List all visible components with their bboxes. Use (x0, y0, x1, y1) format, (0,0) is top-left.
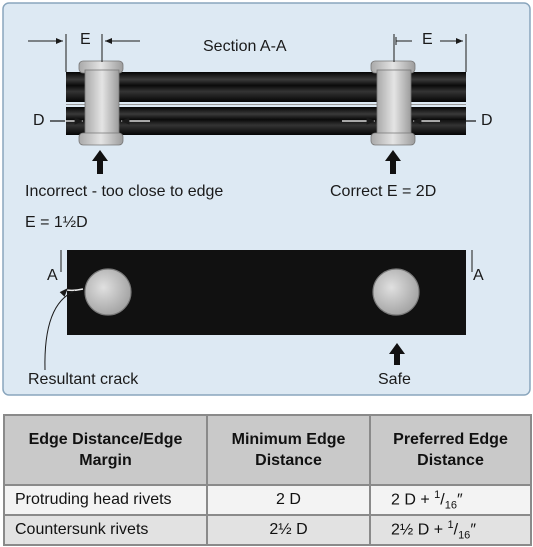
table-header-row: Edge Distance/Edge Margin Minimum Edge D… (3, 414, 532, 486)
fraction-denominator: 16 (458, 529, 471, 542)
plan-view (44, 250, 473, 371)
edge-distance-diagram: E Section A-A E D D Incorrect - too clos… (2, 2, 531, 396)
rivet-hole-left (84, 268, 132, 316)
header-edge-distance: Edge Distance/Edge Margin (3, 414, 208, 486)
rivet-incorrect (78, 60, 124, 146)
header-minimum: Minimum Edge Distance (206, 414, 371, 486)
e-label-left: E (80, 31, 91, 48)
incorrect-pointer-arrow (92, 150, 108, 174)
fraction-denominator: 16 (444, 499, 457, 512)
safe-pointer-arrow (389, 343, 405, 365)
table-row: Protruding head rivets 2 D 2 D + 1/16″ (3, 484, 532, 516)
section-a-label-right: A (473, 267, 484, 284)
section-view (28, 34, 476, 174)
incorrect-label: Incorrect - too close to edge (25, 183, 224, 200)
e-dimension-left (28, 34, 140, 72)
e-label-right: E (422, 31, 433, 48)
inch-unit: ″ (456, 491, 463, 509)
d-label-left: D (33, 112, 45, 129)
table-row: Countersunk rivets 2½ D 2½ D + 1/16″ (3, 514, 532, 546)
cell-rivet-type: Protruding head rivets (3, 484, 208, 516)
cell-preferred: 2 D + 1/16″ (369, 484, 532, 516)
preferred-base: 2½ D + (391, 521, 448, 539)
section-a-label-left: A (47, 267, 58, 284)
diagram-svg (2, 2, 531, 396)
d-label-right: D (481, 112, 493, 129)
cell-minimum: 2 D (206, 484, 371, 516)
correct-label: Correct E = 2D (330, 183, 437, 200)
e-dimension-right (393, 34, 467, 72)
e-formula-label: E = 1½D (25, 214, 88, 231)
fraction-numerator: 1 (434, 488, 441, 501)
inch-unit: ″ (470, 521, 476, 539)
crack-line (66, 288, 84, 292)
fraction-numerator: 1 (447, 518, 454, 531)
edge-distance-table: Edge Distance/Edge Margin Minimum Edge D… (3, 414, 532, 546)
cell-minimum: 2½ D (206, 514, 371, 546)
cell-rivet-type: Countersunk rivets (3, 514, 208, 546)
header-preferred: Preferred Edge Distance (369, 414, 532, 486)
crack-label: Resultant crack (28, 371, 139, 388)
rivet-correct (370, 60, 416, 146)
safe-label: Safe (378, 371, 411, 388)
section-title: Section A-A (203, 38, 287, 55)
cell-preferred: 2½ D + 1/16″ (369, 514, 532, 546)
rivet-hole-right (372, 268, 420, 316)
preferred-base: 2 D + (391, 491, 435, 509)
correct-pointer-arrow (385, 150, 401, 174)
